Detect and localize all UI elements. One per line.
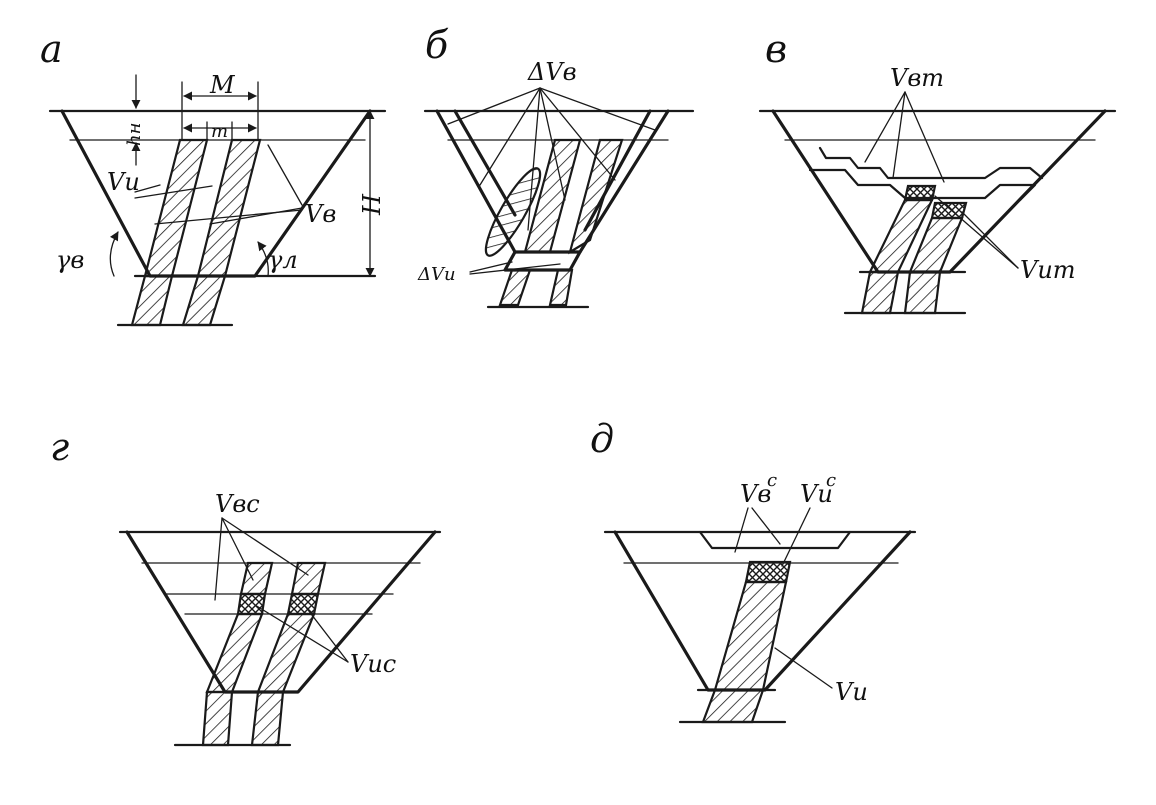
- panel-label-b: б: [425, 23, 449, 67]
- ore-cross-2: [286, 592, 320, 616]
- angle-gv-arc: [109, 231, 119, 277]
- label-dVu: ΔVи: [417, 264, 456, 285]
- ore-body-1-below: [130, 274, 174, 327]
- label-Vvt: Vвт: [890, 64, 944, 92]
- stepped-contour-1: [818, 146, 1044, 180]
- ore-body-2-below: [548, 268, 574, 307]
- leader-line: [527, 87, 541, 231]
- ore-body-1: [523, 138, 582, 254]
- panel-label-a: а: [40, 27, 63, 71]
- leader-line: [267, 144, 303, 206]
- panel-d: д Vв с Vи с Vи: [590, 417, 917, 724]
- label-gv: γв: [56, 246, 84, 274]
- ore-body-2: [568, 138, 624, 255]
- panel-v: в Vвт Vит: [758, 27, 1117, 315]
- ore-body-1: [205, 612, 264, 694]
- leader-line: [154, 209, 303, 225]
- ore-body-2: [256, 612, 316, 694]
- label-H: Н: [358, 193, 386, 216]
- label-m: m: [211, 121, 228, 142]
- panel-label-g: г: [50, 425, 69, 469]
- label-hn: hн: [124, 123, 145, 146]
- ore-body-2-below: [903, 270, 942, 315]
- label-gl: γл: [268, 246, 298, 274]
- ore-body: [713, 580, 788, 692]
- ore-cross-1: [236, 592, 267, 616]
- label-Vuc-d-sup: с: [826, 470, 836, 491]
- pit-bottom-step: [503, 250, 582, 272]
- leader-line: [479, 87, 541, 186]
- leader-line: [904, 91, 945, 183]
- leader-line: [934, 195, 1019, 269]
- stepped-contour: [698, 530, 852, 550]
- ore-cross: [744, 560, 792, 584]
- leader-line: [304, 605, 349, 663]
- leader-line: [221, 517, 254, 581]
- leader-line: [864, 91, 906, 163]
- label-Vvc-d: Vв: [740, 480, 771, 508]
- leader-line: [447, 87, 541, 125]
- ore-cross-2: [930, 201, 968, 220]
- ore-body-1-below: [201, 690, 234, 747]
- leader-line: [781, 507, 811, 567]
- ore-body-1: [143, 138, 209, 278]
- ore-body-2-below: [250, 690, 285, 747]
- angle-gl-arc: [257, 241, 269, 277]
- ore-lens: [484, 167, 542, 257]
- leader-line: [961, 211, 1019, 269]
- label-Vvc-d-sup: с: [767, 470, 777, 491]
- leader-line: [734, 507, 749, 553]
- label-Vvc: Vвс: [215, 490, 260, 518]
- ore-body-2: [196, 138, 262, 278]
- leader-line: [254, 604, 349, 663]
- label-Vuc: Vис: [350, 650, 396, 678]
- panel-label-v: в: [765, 27, 787, 71]
- label-Vuc-d: Vи: [800, 480, 833, 508]
- leader-line: [469, 263, 561, 275]
- leader-line: [539, 87, 656, 131]
- label-Vv: Vв: [305, 200, 336, 228]
- leader-line: [214, 517, 223, 601]
- leader-line: [539, 87, 566, 201]
- leader-line: [209, 207, 303, 225]
- ore-upper-1: [239, 561, 274, 596]
- ore-body-1-below: [860, 270, 900, 315]
- panel-b: б ΔVв ΔVи: [417, 23, 695, 309]
- panel-label-d: д: [590, 417, 614, 461]
- label-dVv: ΔVв: [527, 58, 577, 86]
- ore-body-2-below: [181, 274, 227, 327]
- leader-line: [751, 507, 781, 545]
- leader-line: [892, 91, 906, 179]
- leader-line: [134, 184, 161, 193]
- ore-body-below: [701, 688, 765, 724]
- label-Vu: Vи: [107, 168, 140, 196]
- label-Vut: Vит: [1020, 256, 1076, 284]
- ore-body-1-below: [498, 268, 532, 307]
- leader-line: [539, 87, 616, 181]
- leader-line: [221, 517, 309, 576]
- leader-line: [469, 261, 513, 273]
- label-M: М: [209, 71, 236, 99]
- ore-cross-1: [903, 184, 937, 202]
- panel-g: г Vвс Vис: [50, 425, 442, 747]
- leader-line: [134, 185, 213, 199]
- leader-line: [774, 647, 833, 689]
- panel-a: а М m hн Н Vи Vв: [40, 27, 387, 327]
- label-Vu-d: Vи: [835, 678, 868, 706]
